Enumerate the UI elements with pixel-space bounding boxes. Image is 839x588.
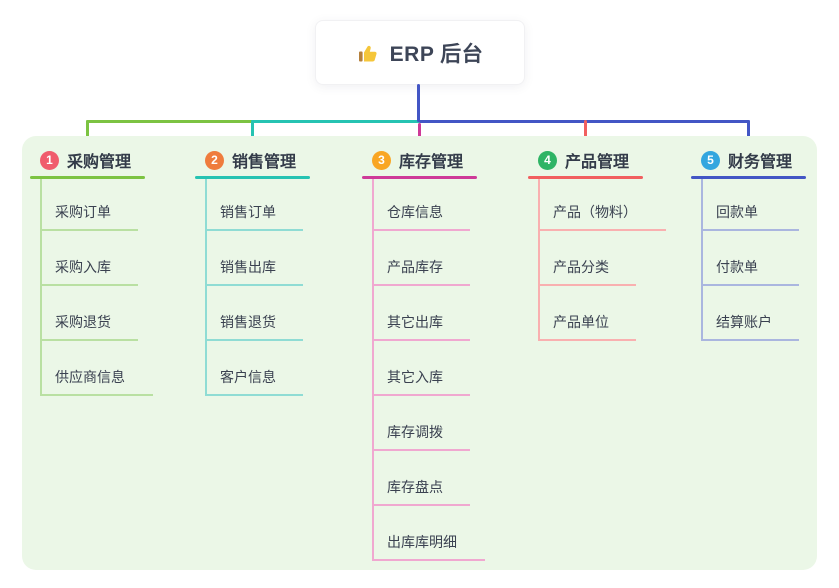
branch-underline [362, 176, 477, 179]
branch-header[interactable]: 4 产品管理 [538, 148, 629, 172]
child-connector-line [538, 179, 540, 341]
child-node[interactable]: 销售出库 [205, 250, 303, 286]
child-connector-line [372, 179, 374, 561]
branch-number-badge: 1 [40, 150, 59, 170]
child-node[interactable]: 产品分类 [538, 250, 636, 286]
branch-sales: 2 销售管理 销售订单 销售出库 销售退货 客户信息 [195, 146, 325, 566]
child-node[interactable]: 客户信息 [205, 360, 303, 396]
branch-title: 销售管理 [232, 154, 297, 171]
child-connector-line [205, 179, 207, 396]
branch-number-badge: 5 [701, 150, 720, 170]
branch-number-badge: 2 [205, 150, 224, 170]
thumbs-up-icon [358, 45, 377, 61]
root-connector-line [417, 84, 420, 122]
branch-inventory: 3 库存管理 仓库信息 产品库存 其它出库 其它入库 库存调拨 库存盘点 出库库… [362, 146, 492, 566]
connector-line [747, 120, 750, 147]
branch-underline [528, 176, 643, 179]
child-node[interactable]: 出库库明细 [372, 525, 485, 561]
branch-product: 4 产品管理 产品（物料） 产品分类 产品单位 [528, 146, 666, 566]
child-node[interactable]: 采购入库 [40, 250, 138, 286]
branch-title: 财务管理 [728, 154, 793, 171]
child-node[interactable]: 仓库信息 [372, 195, 470, 231]
branch-underline [195, 176, 310, 179]
child-node[interactable]: 产品（物料） [538, 195, 666, 231]
child-node[interactable]: 其它入库 [372, 360, 470, 396]
child-node[interactable]: 销售订单 [205, 195, 303, 231]
branch-title: 产品管理 [565, 154, 630, 171]
child-node[interactable]: 库存盘点 [372, 470, 470, 506]
child-node[interactable]: 其它出库 [372, 305, 470, 341]
branch-title: 采购管理 [67, 154, 132, 171]
branch-header[interactable]: 1 采购管理 [40, 148, 131, 172]
child-node[interactable]: 付款单 [701, 250, 799, 286]
panel [22, 136, 817, 570]
child-node[interactable]: 销售退货 [205, 305, 303, 341]
branch-underline [30, 176, 145, 179]
child-node[interactable]: 回款单 [701, 195, 799, 231]
branch-underline [691, 176, 806, 179]
child-node[interactable]: 结算账户 [701, 305, 799, 341]
connector-line [584, 120, 587, 147]
connector-line [251, 120, 420, 123]
branch-finance: 5 财务管理 回款单 付款单 结算账户 [691, 146, 821, 566]
branch-header[interactable]: 2 销售管理 [205, 148, 296, 172]
child-node[interactable]: 产品库存 [372, 250, 470, 286]
child-connector-line [40, 179, 42, 396]
child-node[interactable]: 库存调拨 [372, 415, 470, 451]
child-node[interactable]: 供应商信息 [40, 360, 153, 396]
branch-header[interactable]: 5 财务管理 [701, 148, 792, 172]
branch-title: 库存管理 [399, 154, 464, 171]
root-node[interactable]: ERP 后台 [315, 20, 525, 85]
branch-number-badge: 3 [372, 150, 391, 170]
branch-number-badge: 4 [538, 150, 557, 170]
branch-header[interactable]: 3 库存管理 [372, 148, 463, 172]
child-node[interactable]: 产品单位 [538, 305, 636, 341]
connector-line [86, 120, 89, 147]
connector-line [418, 123, 421, 147]
child-connector-line [701, 179, 703, 341]
connector-line [251, 120, 254, 147]
root-label: ERP 后台 [389, 42, 484, 66]
child-node[interactable]: 采购退货 [40, 305, 138, 341]
child-node[interactable]: 采购订单 [40, 195, 138, 231]
branch-purchase: 1 采购管理 采购订单 采购入库 采购退货 供应商信息 [30, 146, 160, 566]
